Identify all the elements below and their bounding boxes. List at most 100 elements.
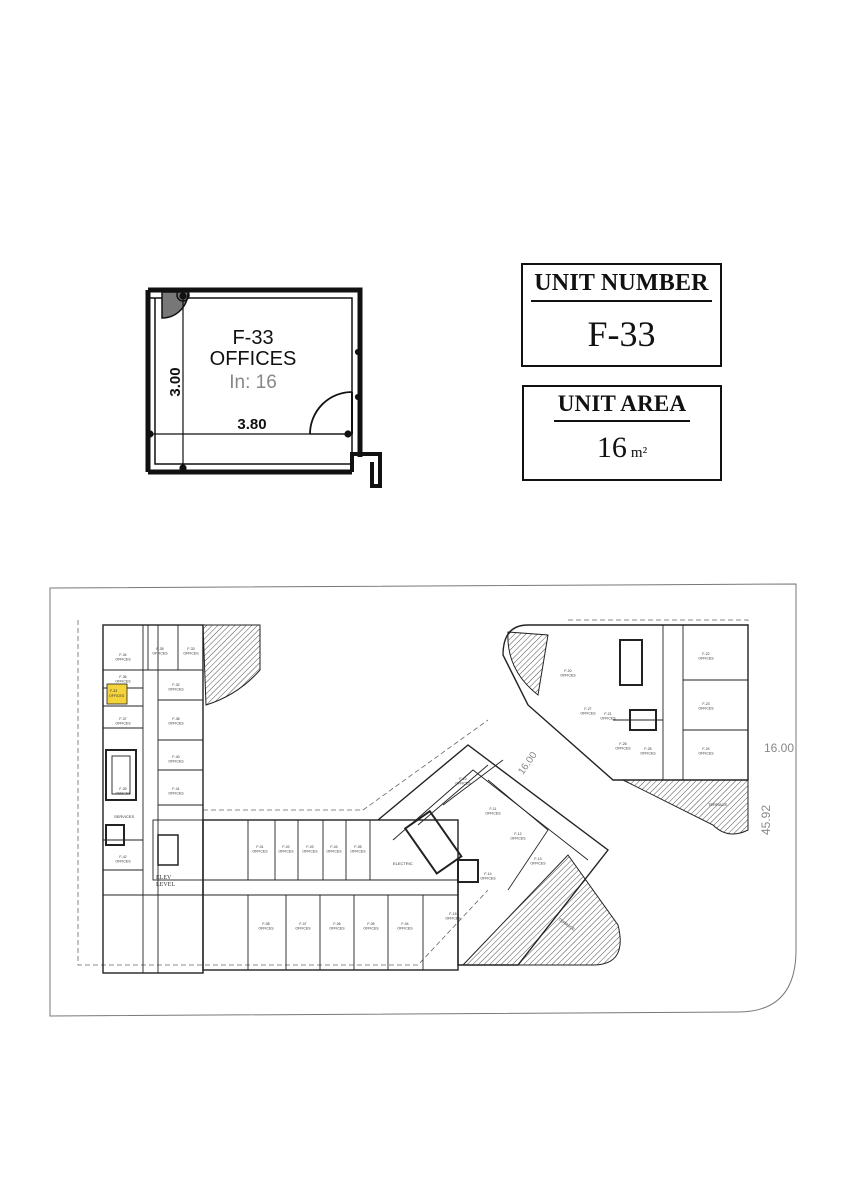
plan-unit-label-f-04: F-04 xyxy=(330,845,337,849)
plan-unit-label-f-35: F-35 xyxy=(156,647,163,651)
services-label: SERVICES xyxy=(114,814,134,819)
plan-unit-label-f-24: F-24 xyxy=(702,747,709,751)
plan-unit-label-f-25: F-25 xyxy=(644,747,651,751)
plan-unit-use-f-08: OFFICES xyxy=(258,927,274,931)
plan-unit-label-f-21: F-21 xyxy=(604,712,611,716)
plan-unit-label-f-38: F-38 xyxy=(172,717,179,721)
right-terrace-bottom xyxy=(622,779,749,835)
elev-label: ELEV xyxy=(156,875,172,881)
plan-unit-use-f-15: OFFICES xyxy=(445,917,461,921)
plan-unit-label-f-05: F-05 xyxy=(354,845,361,849)
unit-number-divider xyxy=(531,300,712,302)
unit-area-unit: m² xyxy=(630,445,648,461)
plan-unit-use-f-05: OFFICES xyxy=(363,927,379,931)
terrace-label-right: TERRACE xyxy=(708,802,727,807)
unit-area-divider xyxy=(554,420,690,422)
unit-walls xyxy=(145,287,382,488)
plan-unit-label-f-40: F-40 xyxy=(172,755,179,759)
plan-unit-use-f-26: OFFICES xyxy=(615,747,631,751)
unit-code-labels: F-34OFFICESF-35OFFICESF-33OFFICESF-36OFF… xyxy=(115,647,714,931)
plan-unit-label-f-04: F-04 xyxy=(401,922,408,926)
plan-unit-label-f-33: F-33 xyxy=(187,647,194,651)
plan-unit-label-f-02: F-02 xyxy=(282,845,289,849)
plan-unit-use-f-03: OFFICES xyxy=(302,850,318,854)
plan-unit-label-f-27: F-27 xyxy=(584,707,591,711)
plan-unit-use-f-34: OFFICES xyxy=(115,658,131,662)
unit-code-label: F-33 xyxy=(232,327,273,349)
plan-unit-use-f-25: OFFICES xyxy=(640,752,656,756)
highlight-unit-use: OFFICES xyxy=(109,694,125,698)
plan-unit-label-f-05: F-05 xyxy=(367,922,374,926)
plan-unit-label-f-41: F-41 xyxy=(172,787,179,791)
unit-floor-plan: F-33 OFFICES In: 16 3.80 3.00 xyxy=(145,287,382,488)
plan-unit-use-f-38: OFFICES xyxy=(168,722,184,726)
plan-unit-use-f-32: OFFICES xyxy=(168,688,184,692)
level-label: LEVEL xyxy=(156,882,175,888)
plan-unit-use-f-42: OFFICES xyxy=(115,860,131,864)
left-wing xyxy=(102,624,204,974)
plan-unit-label-f-42: F-42 xyxy=(119,855,126,859)
dimension-lines xyxy=(146,292,362,472)
plan-unit-use-f-14: OFFICES xyxy=(480,877,496,881)
plan-unit-label-f-03: F-03 xyxy=(306,845,313,849)
highlighted-unit-f33 xyxy=(106,683,128,705)
plan-unit-use-f-36: OFFICES xyxy=(115,680,131,684)
left-terrace xyxy=(202,624,261,706)
plan-unit-label-f-11: F-11 xyxy=(490,807,497,811)
unit-number-box: UNIT NUMBER F-33 xyxy=(521,263,722,367)
unit-use-label: OFFICES xyxy=(210,348,297,370)
plan-unit-use-f-07: OFFICES xyxy=(295,927,311,931)
plan-unit-label-f-12: F-12 xyxy=(514,832,521,836)
plan-unit-label-f-14: F-14 xyxy=(484,872,491,876)
plan-unit-label-f-13: F-13 xyxy=(534,857,541,861)
overall-floor-plan: ELEV LEVEL SERVICES ELECTRIC TERRACE TER… xyxy=(49,583,797,1017)
plan-unit-label-f-15: F-15 xyxy=(449,912,456,916)
plan-unit-label-f-01: F-01 xyxy=(256,845,263,849)
plan-unit-use-f-04: OFFICES xyxy=(397,927,413,931)
plan-unit-use-f-33: OFFICES xyxy=(183,652,199,656)
plan-unit-use-f-05: OFFICES xyxy=(350,850,366,854)
plan-unit-use-f-01: OFFICES xyxy=(252,850,268,854)
plan-unit-use-f-20: OFFICES xyxy=(560,674,576,678)
plan-unit-label-f-32: F-32 xyxy=(172,683,179,687)
plan-unit-label-f-10: F-10 xyxy=(459,777,466,781)
unit-depth-dimension: 3.00 xyxy=(167,367,184,396)
plan-unit-use-f-12: OFFICES xyxy=(510,837,526,841)
electric-label: ELECTRIC xyxy=(393,861,413,866)
plan-unit-label-f-34: F-34 xyxy=(119,653,126,657)
unit-number-title: UNIT NUMBER xyxy=(534,270,709,296)
site-dim-top: 16.00 xyxy=(764,741,794,755)
site-dim-side: 45.92 xyxy=(759,805,773,835)
unit-width-dimension: 3.80 xyxy=(237,416,266,433)
plan-unit-use-f-11: OFFICES xyxy=(485,812,501,816)
diagonal-dimension: 16.00 xyxy=(516,750,540,777)
unit-number-value: F-33 xyxy=(587,314,656,354)
plan-unit-use-f-22: OFFICES xyxy=(698,657,714,661)
plan-unit-label-f-06: F-06 xyxy=(333,922,340,926)
plan-unit-label-f-08: F-08 xyxy=(262,922,269,926)
plan-unit-use-f-37: OFFICES xyxy=(115,722,131,726)
plan-unit-label-f-20: F-20 xyxy=(564,669,571,673)
plan-unit-label-f-39: F-39 xyxy=(119,787,126,791)
plan-unit-label-f-36: F-36 xyxy=(119,675,126,679)
plan-unit-use-f-23: OFFICES xyxy=(698,707,714,711)
plan-unit-use-f-04: OFFICES xyxy=(326,850,342,854)
unit-area-title: UNIT AREA xyxy=(557,391,687,416)
plan-unit-label-f-37: F-37 xyxy=(119,717,126,721)
unit-interior-label: In: 16 xyxy=(229,372,277,393)
bottom-terrace xyxy=(461,854,621,966)
plan-unit-label-f-22: F-22 xyxy=(702,652,709,656)
plan-unit-use-f-27: OFFICES xyxy=(580,712,596,716)
plan-unit-use-f-06: OFFICES xyxy=(329,927,345,931)
plan-unit-use-f-35: OFFICES xyxy=(152,652,168,656)
plan-unit-use-f-40: OFFICES xyxy=(168,760,184,764)
plan-unit-use-f-21: OFFICES xyxy=(600,717,616,721)
plan-unit-use-f-39: OFFICES xyxy=(115,792,131,796)
plan-unit-use-f-41: OFFICES xyxy=(168,792,184,796)
unit-area-value: 16 xyxy=(596,431,627,464)
plan-unit-label-f-07: F-07 xyxy=(299,922,306,926)
plan-unit-label-f-23: F-23 xyxy=(702,702,709,706)
plan-unit-use-f-24: OFFICES xyxy=(698,752,714,756)
